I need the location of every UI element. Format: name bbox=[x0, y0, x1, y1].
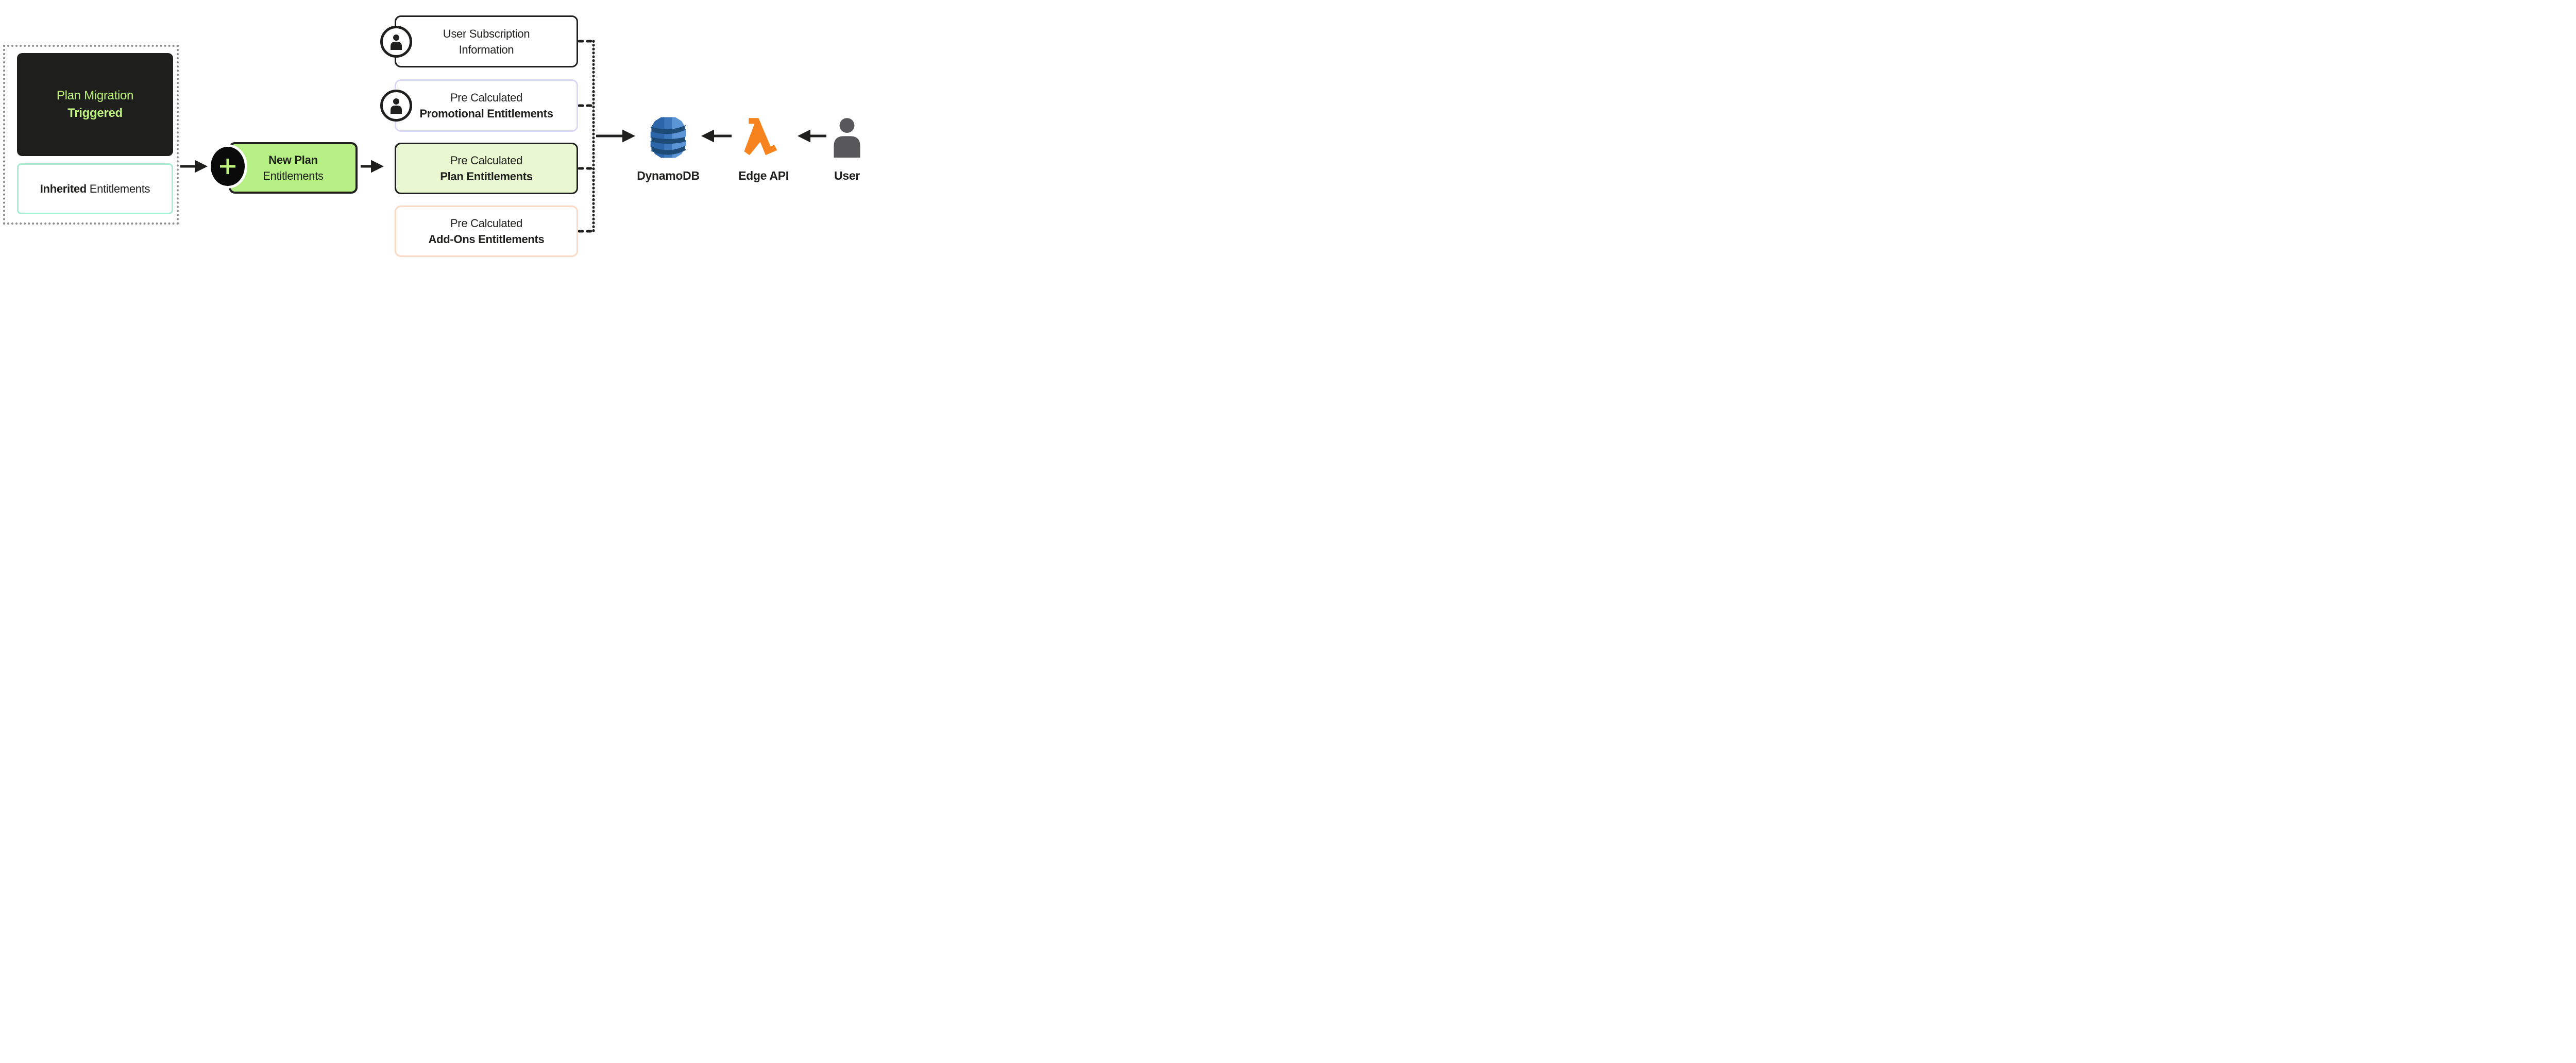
source-line1: Pre Calculated bbox=[450, 217, 523, 230]
user-label: User bbox=[834, 169, 860, 182]
plan-migration-group: Plan Migration Triggered Inherited Entit… bbox=[3, 45, 179, 225]
source-line2: Promotional Entitlements bbox=[419, 107, 553, 120]
source-line2: Plan Entitlements bbox=[440, 170, 533, 183]
user-icon bbox=[834, 118, 860, 158]
promotional-entitlements-box: Pre Calculated Promotional Entitlements bbox=[380, 79, 578, 132]
plan-migration-title: Plan Migration bbox=[56, 89, 134, 102]
person-icon bbox=[391, 34, 402, 50]
dynamodb-icon bbox=[648, 117, 688, 158]
lambda-icon bbox=[744, 118, 777, 156]
person-icon bbox=[391, 98, 402, 114]
edge-api-label: Edge API bbox=[738, 169, 789, 182]
inherited-entitlements-box: Inherited Entitlements bbox=[17, 163, 173, 214]
dynamodb-label: DynamoDB bbox=[637, 169, 700, 182]
new-plan-line2: Entitlements bbox=[263, 169, 324, 182]
plan-entitlements-box: Pre Calculated Plan Entitlements bbox=[395, 143, 578, 194]
plan-migration-status: Triggered bbox=[67, 106, 123, 120]
connectors-layer bbox=[180, 40, 826, 233]
diagram-canvas: Plan Migration Triggered Inherited Entit… bbox=[0, 0, 862, 266]
source-line2: Add-Ons Entitlements bbox=[428, 233, 545, 246]
new-plan-line1: New Plan bbox=[268, 153, 318, 166]
user-subscription-box: User Subscription Information bbox=[380, 15, 578, 67]
inherited-label: Inherited Entitlements bbox=[40, 182, 150, 195]
source-line1: User Subscription bbox=[443, 27, 530, 40]
new-plan-box: New Plan Entitlements bbox=[229, 142, 358, 194]
addons-entitlements-box: Pre Calculated Add-Ons Entitlements bbox=[395, 205, 578, 257]
merge-plus-node bbox=[211, 147, 245, 186]
person-badge bbox=[380, 25, 412, 58]
source-line1: Pre Calculated bbox=[450, 154, 523, 167]
plus-icon bbox=[220, 159, 235, 174]
source-line1: Pre Calculated bbox=[450, 91, 523, 104]
source-line2: Information bbox=[459, 43, 514, 56]
person-badge bbox=[380, 90, 412, 122]
plan-migration-box: Plan Migration Triggered bbox=[17, 53, 173, 156]
